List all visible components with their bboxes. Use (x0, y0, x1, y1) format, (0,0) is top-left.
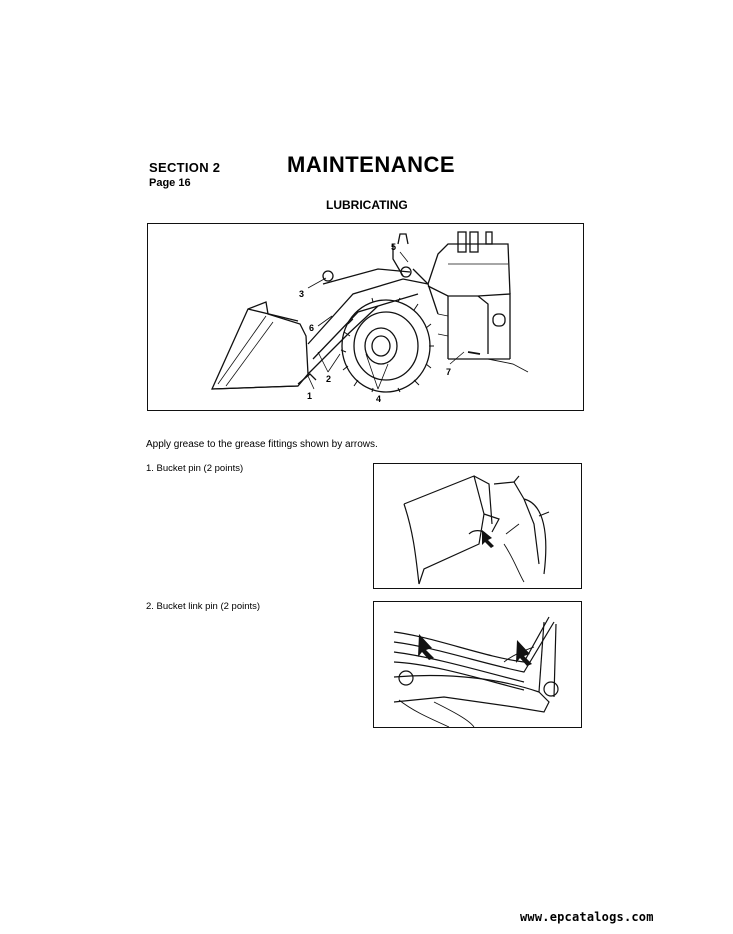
page-number: Page 16 (149, 177, 191, 189)
grease-arrow-icon (418, 634, 434, 660)
watermark-url: www.epcatalogs.com (520, 910, 654, 924)
grease-arrow-icon (482, 530, 494, 548)
grease-instruction-text: Apply grease to the grease fittings show… (146, 439, 378, 450)
page-title: MAINTENANCE (287, 152, 456, 177)
callout-3: 3 (299, 289, 304, 299)
callout-5: 5 (391, 242, 396, 252)
loader-illustration: 1 2 3 4 5 6 7 (210, 231, 529, 404)
bucket-pin-photo (373, 463, 582, 589)
step-1-label: 1. Bucket pin (2 points) (146, 463, 244, 474)
callout-2: 2 (326, 374, 331, 384)
loader-lubrication-diagram: 1 2 3 4 5 6 7 (147, 223, 584, 411)
page-subtitle: LUBRICATING (326, 198, 408, 212)
callout-1: 1 (307, 391, 312, 401)
step-2-label: 2. Bucket link pin (2 points) (146, 601, 261, 612)
bucket-link-pin-photo (373, 601, 582, 728)
callout-7: 7 (446, 367, 451, 377)
grease-arrow-icon (516, 640, 532, 666)
bucket-link-pin-illustration (393, 616, 559, 727)
callout-4: 4 (376, 394, 381, 404)
section-label: SECTION 2 (149, 160, 221, 175)
callout-6: 6 (309, 323, 314, 333)
bucket-pin-illustration (403, 475, 550, 585)
